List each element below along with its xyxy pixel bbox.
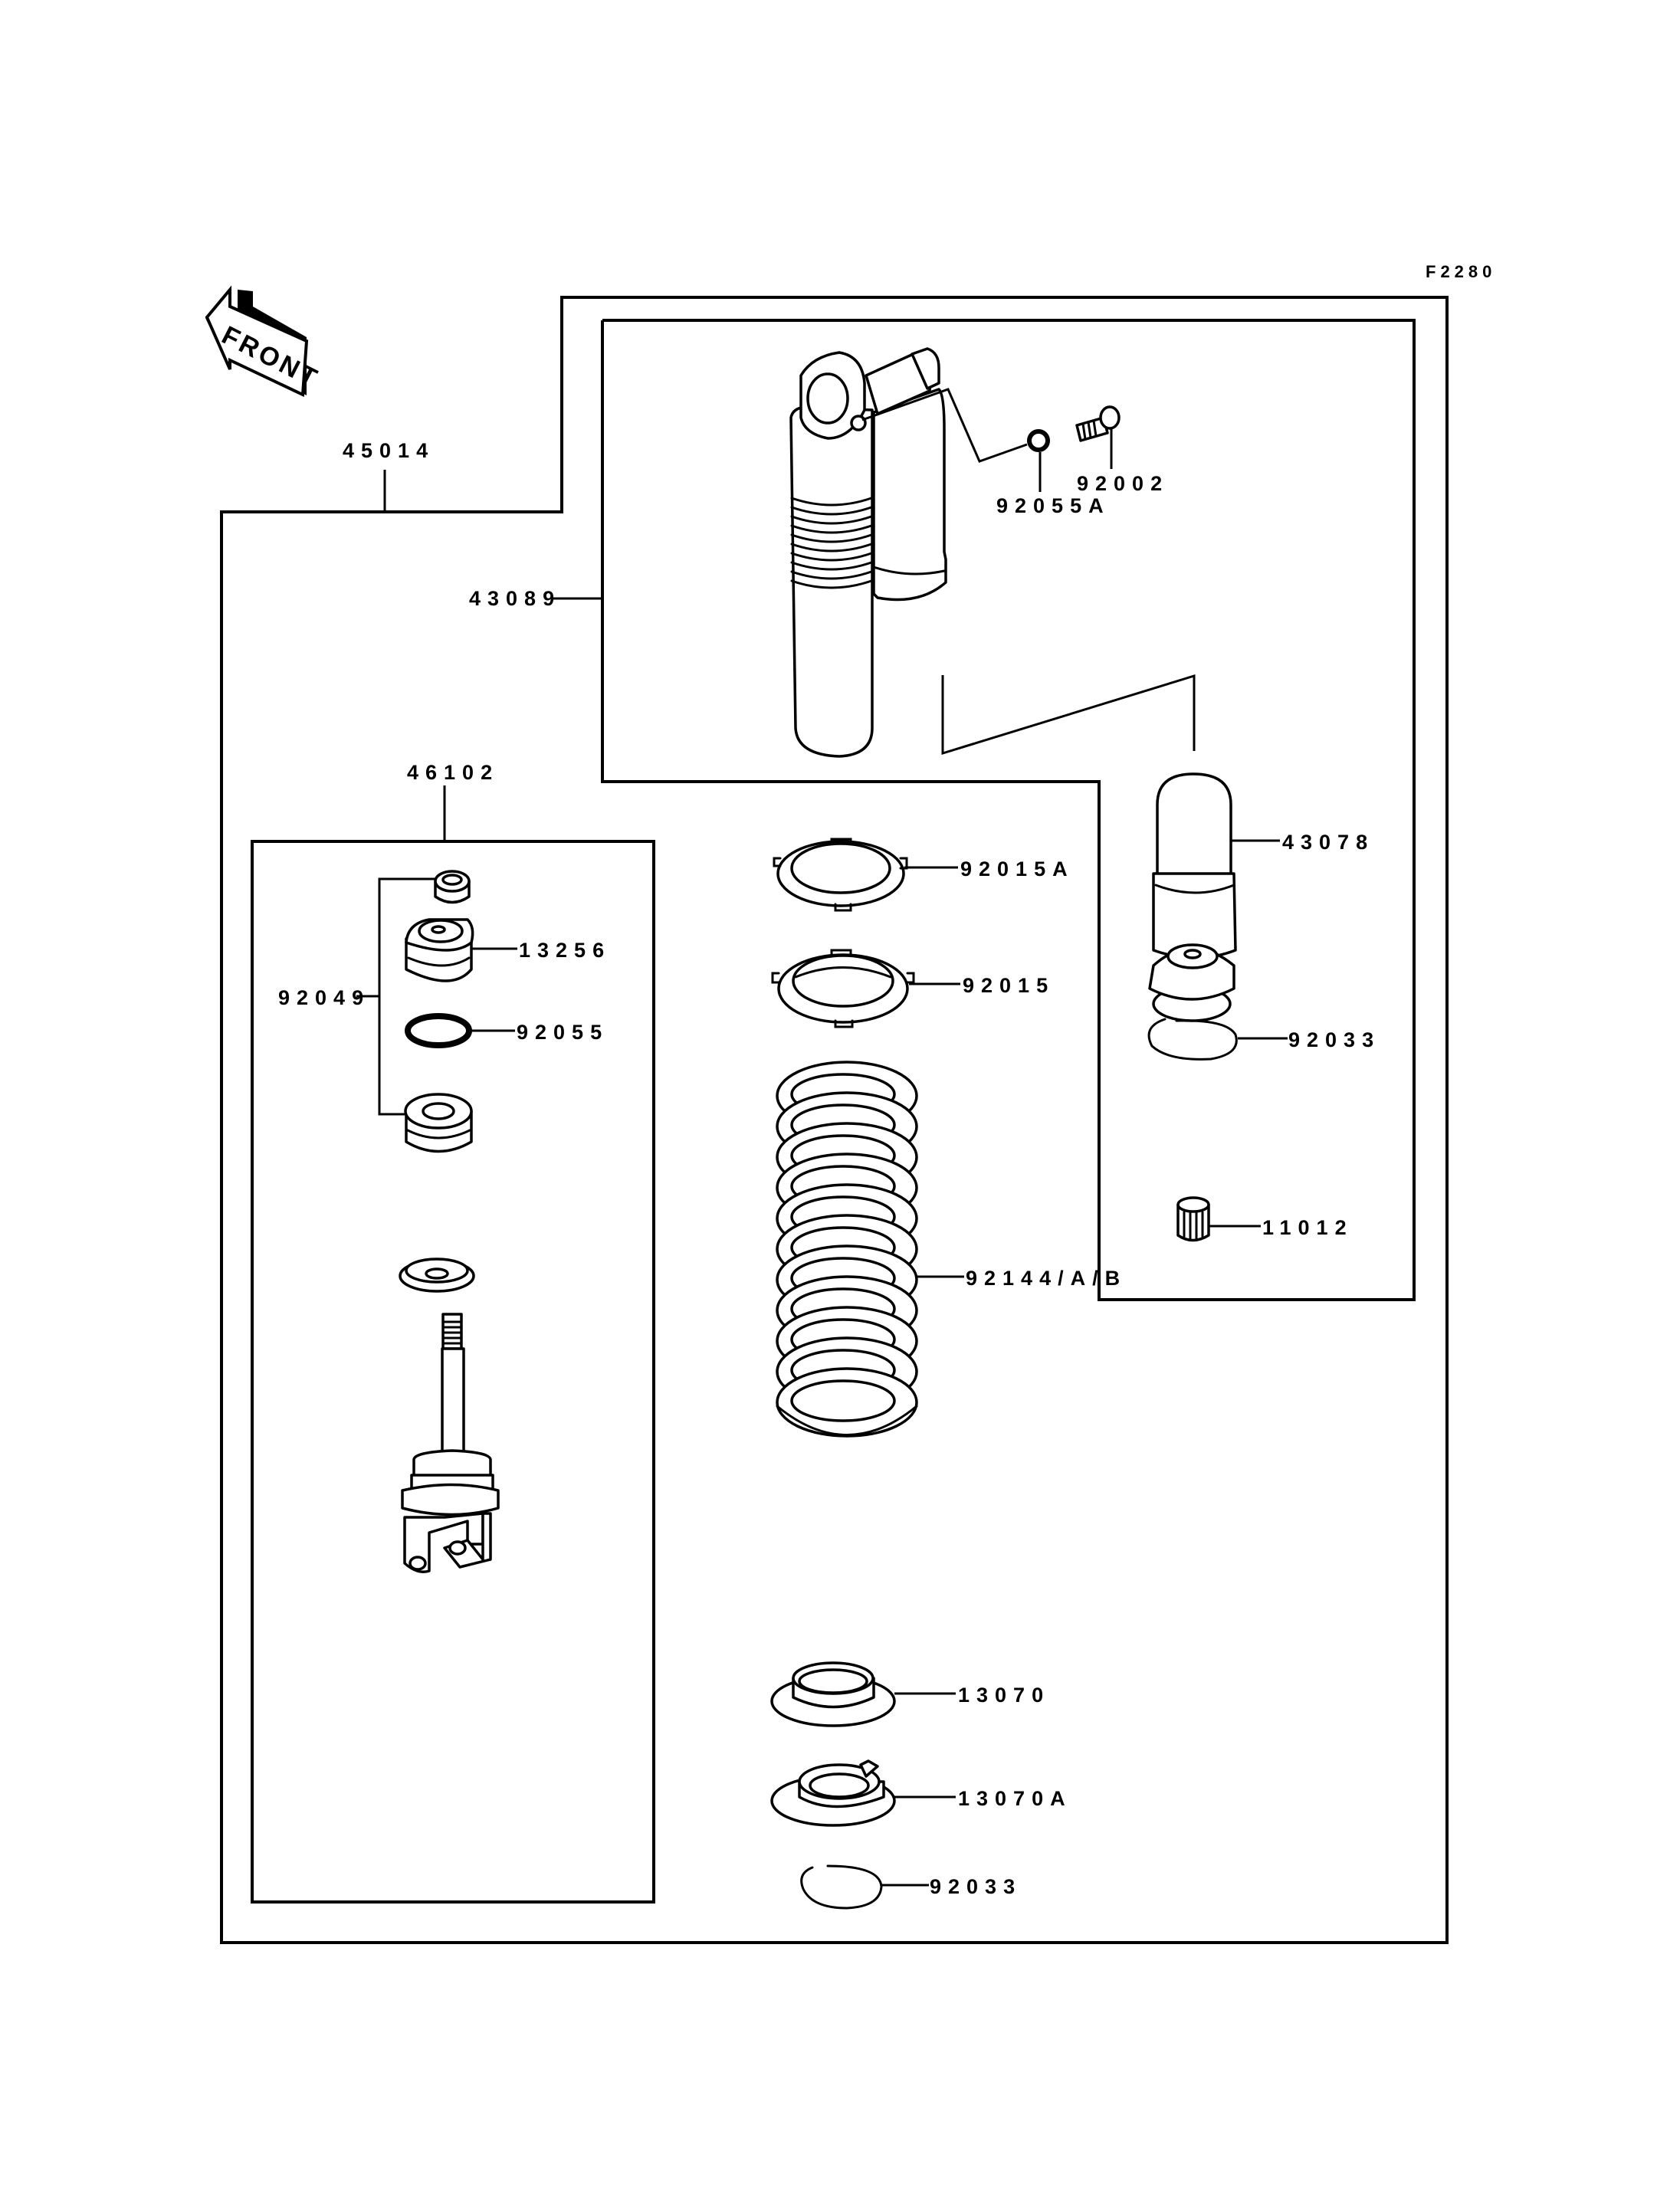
label-46102: 46102 — [407, 761, 499, 784]
spring-coil-inner — [790, 1379, 896, 1422]
label-13256: 13256 — [519, 939, 611, 962]
label-92015a: 92015A — [960, 857, 1075, 880]
reservoir-bladder-part — [1152, 772, 1237, 959]
label-13070a: 13070A — [958, 1787, 1072, 1810]
label-45014: 45014 — [343, 439, 435, 462]
label-11012: 11012 — [1262, 1216, 1354, 1239]
piston-rod-assembly-outline — [251, 840, 655, 1904]
label-92033-right: 92033 — [1288, 1028, 1380, 1051]
reservoir-connector-line — [941, 674, 1196, 756]
o-ring-a-part — [1027, 429, 1050, 452]
label-43089: 43089 — [469, 587, 561, 610]
nut-ring-a-part — [773, 838, 908, 912]
label-92049: 92049 — [278, 986, 370, 1009]
bracket-92049 — [378, 877, 437, 1116]
piston-part — [405, 918, 474, 982]
figure-reference: F2280 — [1426, 262, 1496, 281]
label-92033-bottom: 92033 — [930, 1875, 1022, 1898]
o-ring-part — [405, 1013, 472, 1048]
spring-part — [776, 1061, 918, 1438]
label-43078: 43078 — [1282, 831, 1374, 854]
circlip-bottom-part — [800, 1864, 883, 1910]
lock-nut-part — [434, 870, 471, 904]
shock-body-part — [789, 347, 947, 758]
label-92002: 92002 — [1077, 472, 1169, 495]
reservoir-cap-part — [1148, 943, 1235, 1022]
shock-body-outline — [601, 319, 1416, 1301]
spring-seat-part — [770, 1661, 896, 1727]
label-92015: 92015 — [963, 974, 1055, 997]
label-13070: 13070 — [958, 1684, 1050, 1707]
circlip-right-part — [1147, 1018, 1238, 1061]
label-92055: 92055 — [517, 1021, 609, 1044]
lower-valve-part — [404, 1093, 473, 1153]
piston-rod-part — [401, 1313, 500, 1573]
bolt-part — [1075, 405, 1121, 442]
spring-end-coil — [776, 1405, 918, 1436]
spring-seat-a-part — [770, 1759, 896, 1827]
outer-assembly-outline — [220, 296, 1449, 1944]
bushing-part — [1176, 1196, 1210, 1242]
label-92055a: 92055A — [996, 494, 1111, 517]
front-arrow-icon: FRONT — [205, 285, 324, 398]
rebound-washer-part — [399, 1258, 475, 1293]
label-92144: 92144/A/B — [966, 1267, 1127, 1290]
leader-92055a-path — [861, 388, 1028, 463]
nut-ring-part — [771, 949, 915, 1028]
